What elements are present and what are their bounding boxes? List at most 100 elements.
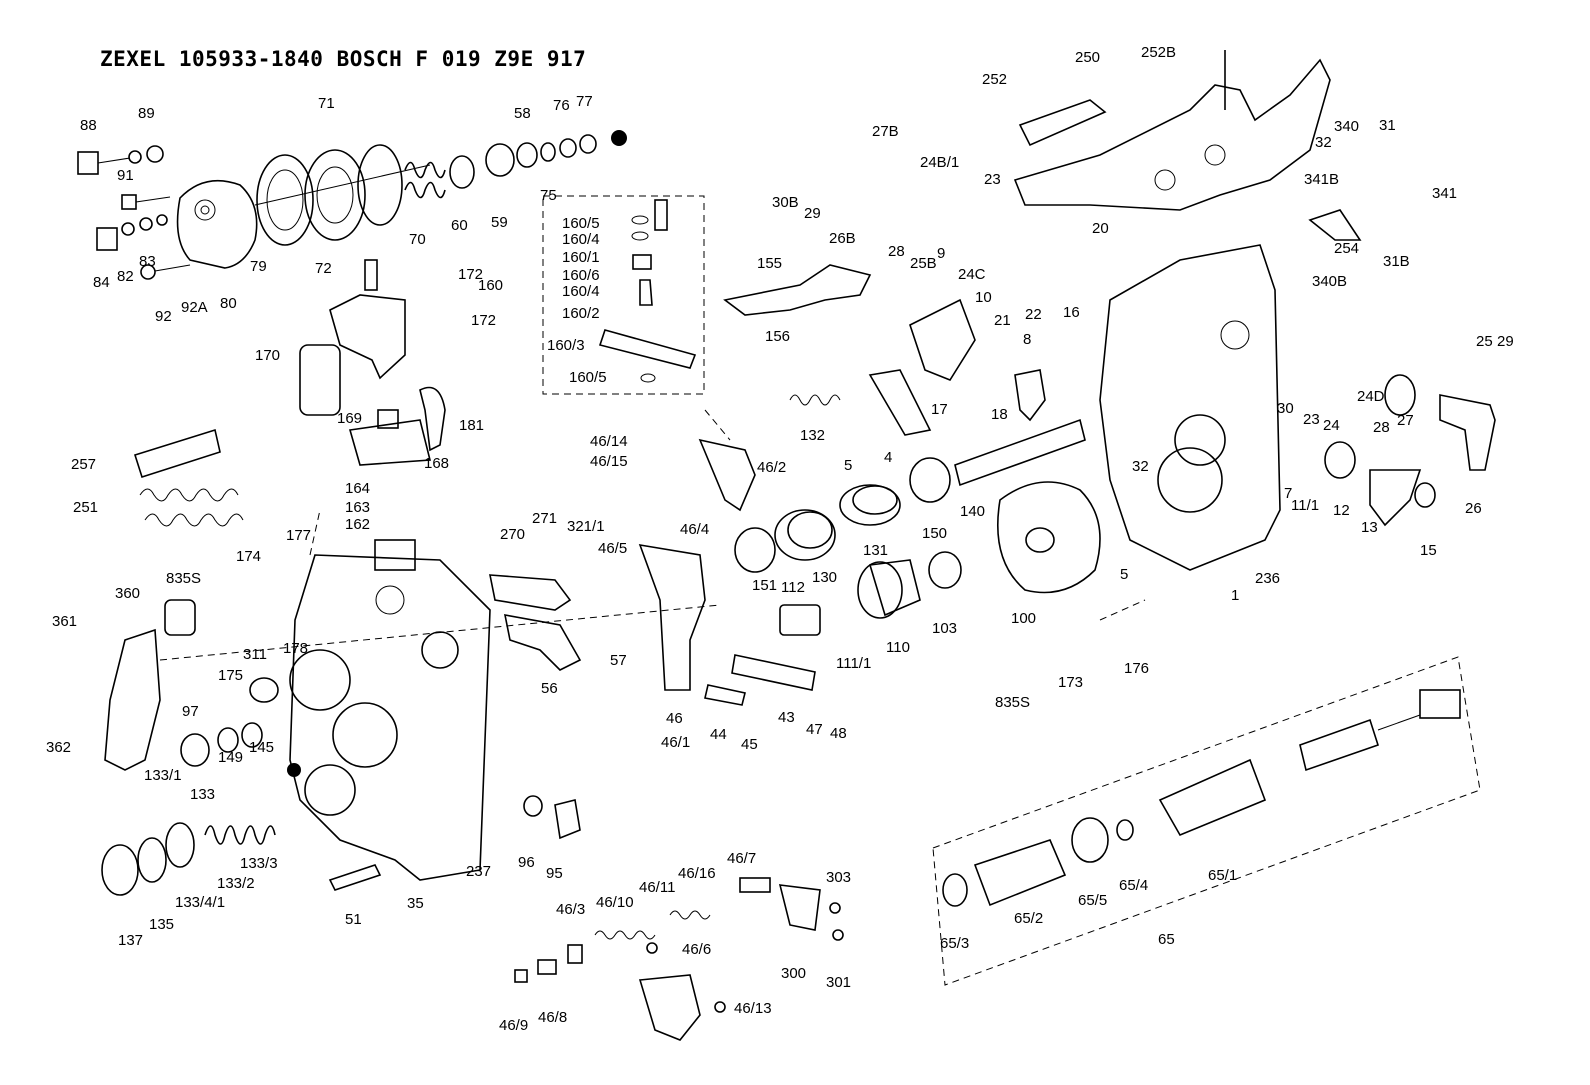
spring-icon bbox=[404, 130, 627, 199]
part-label: 46/9 bbox=[499, 1017, 528, 1034]
parts-plugs bbox=[328, 795, 581, 891]
part-label: 250 bbox=[1075, 49, 1100, 66]
part-label: 133/4/1 bbox=[175, 894, 225, 911]
part-label: 46/16 bbox=[678, 865, 716, 882]
bolts-group-left bbox=[77, 145, 191, 280]
assembly-65-box bbox=[932, 656, 1481, 986]
part-label: 77 bbox=[576, 93, 593, 110]
part-label: 151 bbox=[752, 577, 777, 594]
part-label: 23 bbox=[984, 171, 1001, 188]
part-label: 16 bbox=[1063, 304, 1080, 321]
part-label: 835S bbox=[995, 694, 1030, 711]
part-label: 160/5 bbox=[562, 215, 600, 232]
parts-46-rod-group bbox=[514, 877, 844, 1041]
part-label: 321/1 bbox=[567, 518, 605, 535]
part-label: 13 bbox=[1361, 519, 1378, 536]
part-label: 160/3 bbox=[547, 337, 585, 354]
part-label: 24D bbox=[1357, 388, 1385, 405]
part-label: 18 bbox=[991, 406, 1008, 423]
part-label: 112 bbox=[781, 579, 805, 596]
part-label: 30B bbox=[772, 194, 799, 211]
part-label: 71 bbox=[318, 95, 335, 112]
part-label: 252 bbox=[982, 71, 1007, 88]
part-label: 300 bbox=[781, 965, 806, 982]
part-label: 65/4 bbox=[1119, 877, 1148, 894]
part-label: 149 bbox=[218, 749, 243, 766]
part-label: 835S bbox=[166, 570, 201, 587]
part-label: 271 bbox=[532, 510, 557, 527]
part-label: 340B bbox=[1312, 273, 1347, 290]
part-label: 32 bbox=[1132, 458, 1149, 475]
part-label: 60 bbox=[451, 217, 468, 234]
part-label: 169 bbox=[337, 410, 362, 427]
part-label: 133 bbox=[190, 786, 215, 803]
part-label: 46/15 bbox=[590, 453, 628, 470]
part-label: 70 bbox=[409, 231, 426, 248]
part-label: 237 bbox=[466, 863, 491, 880]
parts-133-stack bbox=[101, 599, 279, 896]
part-label: 32 bbox=[1315, 134, 1332, 151]
part-label: 21 bbox=[994, 312, 1011, 329]
part-label: 28 bbox=[888, 243, 905, 260]
part-label: 58 bbox=[514, 105, 531, 122]
part-label: 46/11 bbox=[639, 879, 675, 896]
part-label: 11/1 bbox=[1291, 497, 1319, 514]
part-label: 160/6 bbox=[562, 267, 600, 284]
part-label: 163 bbox=[345, 499, 370, 516]
part-label: 137 bbox=[118, 932, 143, 949]
part-label: 20 bbox=[1092, 220, 1109, 237]
part-label: 156 bbox=[765, 328, 790, 345]
part-label: 46/8 bbox=[538, 1009, 567, 1026]
part-label: 25 bbox=[1476, 333, 1493, 350]
part-label: 25B bbox=[910, 255, 937, 272]
part-label: 140 bbox=[960, 503, 985, 520]
part-label: 46/6 bbox=[682, 941, 711, 958]
part-label: 162 bbox=[345, 516, 370, 533]
part-label: 160/2 bbox=[562, 305, 600, 322]
linkage-parts bbox=[723, 264, 1046, 436]
part-label: 46/10 bbox=[596, 894, 634, 911]
part-label: 84 bbox=[93, 274, 110, 291]
part-label: 45 bbox=[741, 736, 758, 753]
part-label: 252B bbox=[1141, 44, 1176, 61]
part-label: 83 bbox=[139, 253, 156, 270]
part-label: 160/4 bbox=[562, 231, 600, 248]
part-label: 27 bbox=[1397, 412, 1414, 429]
part-label: 43 bbox=[778, 709, 795, 726]
part-label: 82 bbox=[117, 268, 134, 285]
part-label: 150 bbox=[922, 525, 947, 542]
part-label: 173 bbox=[1058, 674, 1083, 691]
parts-right-side bbox=[1308, 209, 1496, 527]
adjusting-block-parts bbox=[299, 259, 446, 466]
part-label: 65 bbox=[1158, 931, 1175, 948]
part-label: 88 bbox=[80, 117, 97, 134]
part-label: 47 bbox=[806, 721, 823, 738]
part-label: 1 bbox=[1231, 587, 1239, 604]
part-label: 155 bbox=[757, 255, 782, 272]
part-label: 133/3 bbox=[240, 855, 278, 872]
part-label: 46/5 bbox=[598, 540, 627, 557]
lever-56 bbox=[489, 574, 582, 671]
part-label: 176 bbox=[1124, 660, 1149, 677]
part-label: 341 bbox=[1432, 185, 1457, 202]
part-label: 168 bbox=[424, 455, 449, 472]
springs-130-131 bbox=[774, 394, 901, 561]
governor-cover-icon bbox=[176, 144, 431, 269]
part-label: 65/2 bbox=[1014, 910, 1043, 927]
part-label: 178 bbox=[283, 640, 308, 657]
part-label: 22 bbox=[1025, 306, 1042, 323]
part-label: 172 bbox=[471, 312, 496, 329]
part-label: 92A bbox=[181, 299, 208, 316]
part-label: 59 bbox=[491, 214, 508, 231]
part-label: 51 bbox=[345, 911, 362, 928]
part-label: 28 bbox=[1373, 419, 1390, 436]
part-label: 65/3 bbox=[940, 935, 969, 952]
solenoid-valve-icon bbox=[942, 689, 1461, 907]
part-label: 26 bbox=[1465, 500, 1482, 517]
parts-100-103-110 bbox=[857, 481, 1101, 619]
drawing-linework bbox=[77, 50, 1496, 1041]
part-label: 251 bbox=[73, 499, 98, 516]
part-label: 46/3 bbox=[556, 901, 585, 918]
part-label: 95 bbox=[546, 865, 563, 882]
